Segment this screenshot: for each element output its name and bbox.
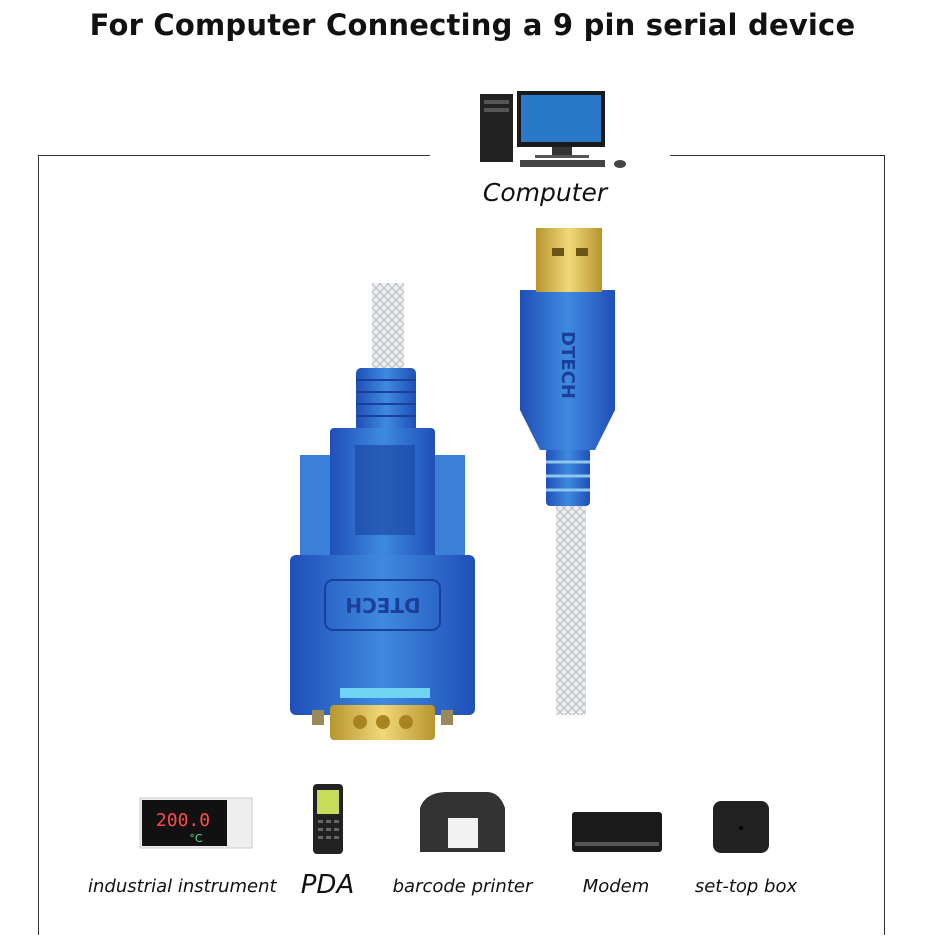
instrument-unit: °C [189, 832, 203, 845]
computer-icon [480, 91, 626, 168]
industrial-instrument-icon: 200.0 °C [139, 797, 253, 849]
pda-icon [313, 784, 343, 854]
usb-brand-text: DTECH [557, 331, 578, 399]
label-modem: Modem [582, 876, 650, 897]
db9-connector: DTECH [290, 283, 475, 740]
usb-a-connector: DTECH [520, 228, 615, 715]
modem-icon [572, 812, 662, 852]
db9-brand-text: DTECH [345, 593, 420, 617]
page-title: For Computer Connecting a 9 pin serial d… [89, 8, 856, 42]
set-top-box-icon [713, 801, 769, 853]
frame-left-line [38, 155, 39, 935]
label-barcode-printer: barcode printer [392, 876, 533, 897]
frame-top-left-line [38, 155, 430, 156]
barcode-printer-icon [420, 792, 505, 852]
frame-top-right-line [670, 155, 885, 156]
label-industrial-instrument: industrial instrument [88, 876, 277, 897]
label-pda: PDA [300, 870, 355, 900]
frame-right-line [884, 155, 885, 935]
instrument-display: 200.0 [156, 810, 210, 831]
label-set-top-box: set-top box [694, 876, 798, 897]
computer-label: Computer [482, 178, 608, 207]
